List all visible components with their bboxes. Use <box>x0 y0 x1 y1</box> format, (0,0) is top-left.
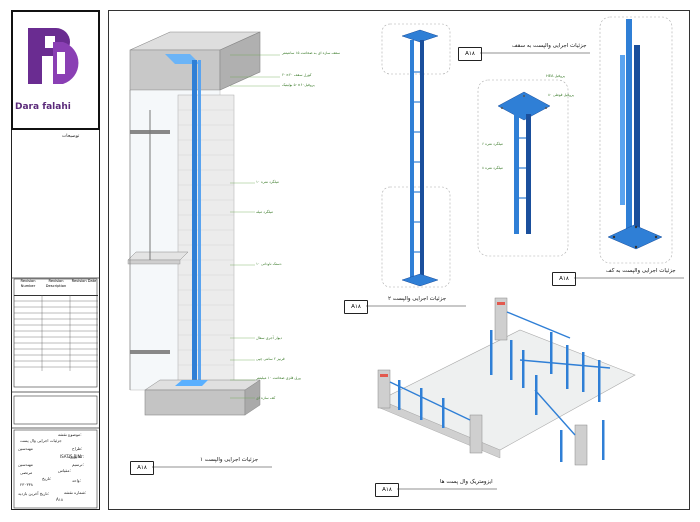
view5-title-underline <box>397 488 497 490</box>
view2-title-underline <box>366 305 466 307</box>
view5-isometric-wallposts <box>377 297 636 466</box>
annotation-label: HEA پروفیل <box>546 74 565 78</box>
annotation-label: پروفیل۶۰×۵۰ بولیتیک <box>282 83 315 87</box>
annotation-label: دیوار آجری سفال <box>256 336 283 340</box>
view4-title: جزئیات اجرایی والپست به کف <box>606 268 676 274</box>
annotation-label: دستک ناودانی ۱۰ <box>256 262 282 266</box>
view-tag: A۱۸ <box>130 461 154 475</box>
view1-leaders <box>230 54 280 399</box>
field-value: ۲۳۰۳۳۸ <box>20 482 33 487</box>
view2-title: جزئیات اجرایی والپست ۲ <box>388 296 447 302</box>
field-label: شماره نقشه: <box>64 490 87 495</box>
view3-title: جزئیات اجرایی والپست به سقف <box>512 43 587 49</box>
view5-title: ایزومتریک وال پست ها <box>440 479 493 485</box>
view2-wallpost-elevation <box>381 23 451 288</box>
annotation-label: سقف سازه ای به ضخامت ۱۵ سانتیمتر <box>282 51 341 55</box>
annotation-label: میلگرد نمره ۱۰ <box>256 180 279 184</box>
field-value: مهندسین <box>18 446 33 451</box>
field-label: مرتضی <box>20 470 33 475</box>
view1-title: جزئیات اجرایی والپست ۱ <box>200 457 259 463</box>
revision-number-header: Revision Number <box>20 279 36 288</box>
field-label: موضوع نقشه: <box>58 432 82 437</box>
view1-title-underline <box>152 466 272 468</box>
field-value: جزئیات اجرایی وال پست <box>20 438 62 443</box>
drawing-frame <box>108 10 690 510</box>
view4-title-underline <box>574 277 684 279</box>
revision-table-rows <box>14 295 98 371</box>
annotation-label: کف سازه ای <box>256 396 276 400</box>
view1-wallpost-section <box>127 31 261 416</box>
view-tag: A۱۸ <box>344 300 368 314</box>
field-label: تاریخ آخرین بازدید: <box>18 491 50 496</box>
field-label: کد پروژه: <box>68 454 84 459</box>
view4-wallpost-to-floor <box>599 16 673 264</box>
view3-wallpost-to-ceiling <box>477 79 569 257</box>
logo-text: Dara falahi <box>15 102 71 112</box>
annotation-label: میلگرد میله <box>256 210 274 214</box>
field-label: مقیاس: <box>58 468 71 473</box>
field-value: ISATIS BIM <box>60 454 82 459</box>
field-label: تاریخ: <box>42 476 52 481</box>
notes-heading: توضیحات <box>62 134 80 139</box>
revision-table-header: Revision Number Revision Description Rev… <box>14 279 98 296</box>
view-tag: A۱۸ <box>375 483 399 497</box>
view3-title-underline <box>480 52 590 54</box>
field-value: A۱۸ <box>56 497 64 502</box>
view-tag: A۱۸ <box>458 47 482 61</box>
annotation-label: پروفیل قوطی ۸۰ <box>548 93 574 97</box>
logo-mark-icon <box>28 28 79 84</box>
field-label: واحد: <box>72 478 81 483</box>
field-value: مهندسین <box>18 462 33 467</box>
revision-description-header: Revision Description <box>45 279 67 288</box>
logo-box: Dara falahi <box>11 10 100 130</box>
revision-date-header: Revision Date <box>71 279 97 283</box>
annotation-label: میلگرد نمره ۸ <box>482 166 503 170</box>
annotation-label: ورق فلزی ضخامت ۱۰ میلیمتر <box>256 376 301 380</box>
field-label: ترسیم: <box>72 462 84 467</box>
annotation-label: کورل سقف ۲۰×۲۰ <box>282 73 312 77</box>
annotation-label: قرنیز ۲ سانتی چپی <box>256 357 285 361</box>
field-label: طراح: <box>72 446 83 451</box>
annotation-label: میلگرد نمره ۶ <box>482 142 503 146</box>
view-tag: A۱۸ <box>552 272 576 286</box>
title-block-lines <box>11 277 100 509</box>
